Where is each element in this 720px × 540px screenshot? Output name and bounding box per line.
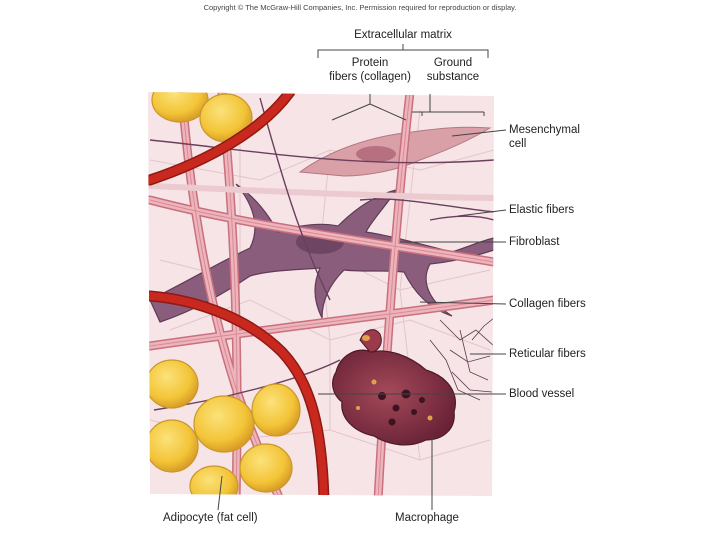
adipocyte-cluster-top	[151, 92, 253, 143]
ground-substance-label: Ground substance	[420, 56, 486, 84]
protein-fibers-line1: Protein	[351, 57, 389, 69]
macrophage-cell	[332, 329, 456, 446]
matrix-brackets	[317, 44, 489, 121]
blood-vessel-label: Blood vessel	[509, 388, 575, 400]
reticular-fibers	[429, 317, 494, 401]
reticular-fibers-label: Reticular fibers	[509, 348, 586, 360]
mesenchymal-cell-label: Mesenchymal cell	[509, 123, 580, 151]
blood-vessels	[148, 92, 330, 496]
extracellular-matrix-label: Extracellular matrix	[354, 29, 452, 41]
elastic-fibers-label: Elastic fibers	[509, 204, 575, 216]
copyright-notice: Copyright © The McGraw-Hill Companies, I…	[203, 3, 517, 12]
mesenchymal-line2: cell	[509, 138, 527, 150]
ground-substance-line1: Ground	[433, 57, 473, 69]
adipocyte-cluster-bottom	[148, 359, 301, 496]
adipocyte-label: Adipocyte (fat cell)	[163, 512, 258, 524]
protein-fibers-label: Protein fibers (collagen)	[318, 56, 422, 84]
tissue-region	[148, 92, 494, 496]
collagen-fibers-label: Collagen fibers	[509, 298, 586, 310]
ground-substance-line2: substance	[426, 71, 480, 83]
mesenchymal-line1: Mesenchymal	[509, 124, 580, 136]
macrophage-label: Macrophage	[395, 512, 459, 524]
mesenchymal-cell	[298, 126, 492, 177]
protein-fibers-line2: fibers (collagen)	[329, 71, 411, 83]
fibroblast-label: Fibroblast	[509, 236, 560, 248]
leader-lines	[217, 129, 507, 511]
